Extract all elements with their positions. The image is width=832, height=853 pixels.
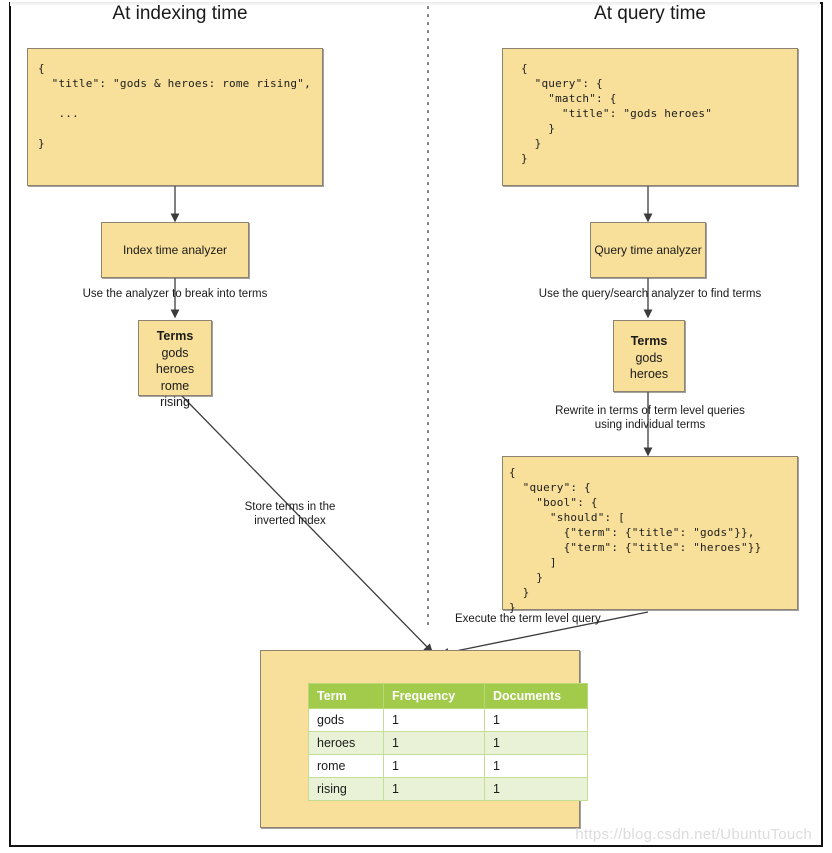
table-row: gods 1 1 bbox=[308, 708, 588, 732]
cell-frequency: 1 bbox=[383, 777, 485, 801]
cell-documents: 1 bbox=[484, 708, 588, 732]
column-header-term: Term bbox=[308, 683, 384, 709]
cell-term: heroes bbox=[308, 731, 384, 755]
cell-term: gods bbox=[308, 708, 384, 732]
rewrite-edge-label: Rewrite in terms of term level queries u… bbox=[555, 405, 745, 431]
execute-query-edge-label: Execute the term level query bbox=[455, 613, 601, 625]
cell-documents: 1 bbox=[484, 731, 588, 755]
table-row: rome 1 1 bbox=[308, 754, 588, 778]
cell-frequency: 1 bbox=[383, 731, 485, 755]
table-row: heroes 1 1 bbox=[308, 731, 588, 755]
index-analyzer-edge-label: Use the analyzer to break into terms bbox=[82, 288, 268, 300]
column-header-documents: Documents bbox=[484, 683, 588, 709]
match-query-box: { "query": { "match": { "title": "gods h… bbox=[502, 48, 798, 186]
cell-frequency: 1 bbox=[383, 754, 485, 778]
watermark: https://blog.csdn.net/UbuntuTouch bbox=[575, 826, 812, 843]
match-query-json: { "query": { "match": { "title": "gods h… bbox=[521, 62, 713, 165]
index-term-item: rising bbox=[160, 395, 190, 409]
table-header-row: Term Frequency Documents bbox=[308, 683, 588, 709]
index-terms-heading: Terms bbox=[156, 329, 194, 343]
index-term-item: rome bbox=[160, 378, 190, 393]
index-terms-list: Terms gods heroes rome rising bbox=[139, 321, 211, 411]
bool-query-json: { "query": { "bool": { "should": [ {"ter… bbox=[509, 466, 762, 614]
store-terms-edge-label: Store terms in the inverted index bbox=[244, 501, 336, 527]
index-time-analyzer-box: Index time analyzer bbox=[101, 222, 249, 278]
index-term-item: gods bbox=[161, 345, 189, 360]
index-time-analyzer-label: Index time analyzer bbox=[122, 243, 228, 257]
query-time-analyzer-label: Query time analyzer bbox=[594, 243, 702, 257]
inverted-index-table: Term Frequency Documents gods 1 1 heroes… bbox=[308, 683, 588, 801]
cell-term: rome bbox=[308, 754, 384, 778]
query-terms-list: Terms gods heroes bbox=[614, 321, 684, 383]
table-row: rising 1 1 bbox=[308, 777, 588, 801]
index-term-item: heroes bbox=[155, 362, 195, 376]
query-terms-box: Terms gods heroes bbox=[613, 320, 685, 392]
query-terms-heading: Terms bbox=[630, 334, 668, 348]
cell-documents: 1 bbox=[484, 777, 588, 801]
bool-query-box: { "query": { "bool": { "should": [ {"ter… bbox=[502, 456, 798, 614]
query-term-item: heroes bbox=[629, 367, 669, 381]
column-header-frequency: Frequency bbox=[383, 683, 485, 709]
cell-frequency: 1 bbox=[383, 708, 485, 732]
cell-documents: 1 bbox=[484, 754, 588, 778]
source-document-json: { "title": "gods & heroes: rome rising",… bbox=[38, 62, 311, 150]
query-analyzer-edge-label: Use the query/search analyzer to find te… bbox=[538, 288, 762, 300]
query-term-item: gods bbox=[635, 350, 663, 365]
query-column-title: At query time bbox=[594, 3, 706, 24]
cell-term: rising bbox=[308, 777, 384, 801]
query-time-analyzer-box: Query time analyzer bbox=[590, 222, 706, 278]
indexing-column-title: At indexing time bbox=[112, 3, 248, 24]
source-document-box: { "title": "gods & heroes: rome rising",… bbox=[27, 48, 323, 186]
index-terms-box: Terms gods heroes rome rising bbox=[138, 320, 212, 409]
